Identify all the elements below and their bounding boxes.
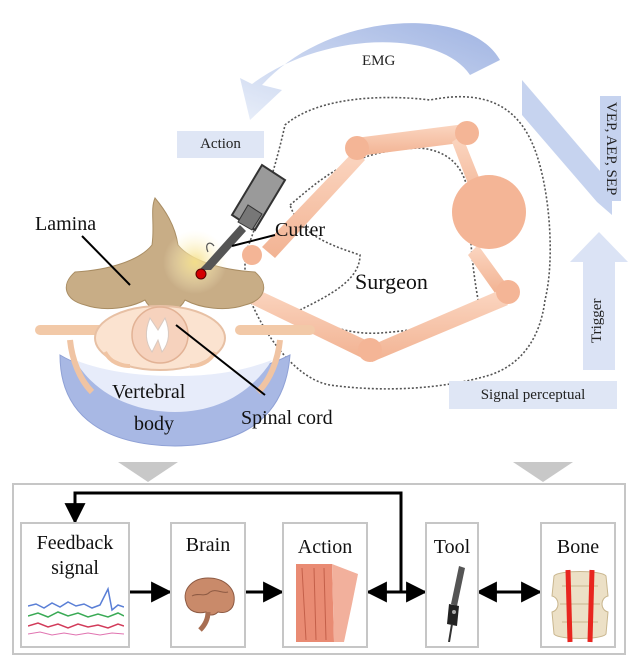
flow-panel <box>12 483 626 655</box>
signal-perceptual-tag: Signal perceptual <box>449 381 617 409</box>
brain-box: Brain <box>170 522 246 648</box>
vep-label: VEP, AEP, SEP <box>600 96 621 202</box>
trigger-label: Trigger <box>589 298 605 343</box>
trigger-arrow <box>570 232 628 370</box>
spinal-cord-label: Spinal cord <box>241 407 333 429</box>
vep-arrow <box>522 80 612 215</box>
action-title: Action <box>297 536 353 558</box>
brain-title: Brain <box>185 534 231 556</box>
leader-lines <box>81 234 276 396</box>
emg-label: EMG <box>362 53 396 69</box>
cutter-label: Cutter <box>275 219 325 241</box>
drill-tool-icon <box>447 566 465 642</box>
surgeon-arms <box>240 121 526 362</box>
emg-arrow <box>240 23 500 120</box>
lamina-label: Lamina <box>35 213 97 235</box>
tool-box: Tool <box>425 522 479 648</box>
feedback-title-line1: Feedback <box>36 532 114 554</box>
arm-muscle-icon <box>296 564 358 642</box>
vertebral-body-label-line2: body <box>134 413 174 435</box>
action-box: Action <box>282 522 368 648</box>
gray-down-arrows <box>118 462 573 482</box>
action-tag: Action <box>177 131 264 158</box>
feedback-loop <box>64 491 543 603</box>
bone-title: Bone <box>556 536 600 558</box>
surgeon-label: Surgeon <box>355 269 428 294</box>
vertebra-bone-icon <box>551 569 609 643</box>
cutter-tool <box>195 163 287 280</box>
vertebral-body-label-line1: Vertebral <box>112 381 186 403</box>
signal-chart-icon <box>28 586 124 636</box>
brain-icon <box>184 577 235 632</box>
vertebra-illustration <box>35 197 315 447</box>
tool-title: Tool <box>433 536 471 558</box>
feedback-signal-box: Feedback signal <box>20 522 130 648</box>
bone-box: Bone <box>540 522 616 648</box>
feedback-title-line2: signal <box>51 557 99 579</box>
